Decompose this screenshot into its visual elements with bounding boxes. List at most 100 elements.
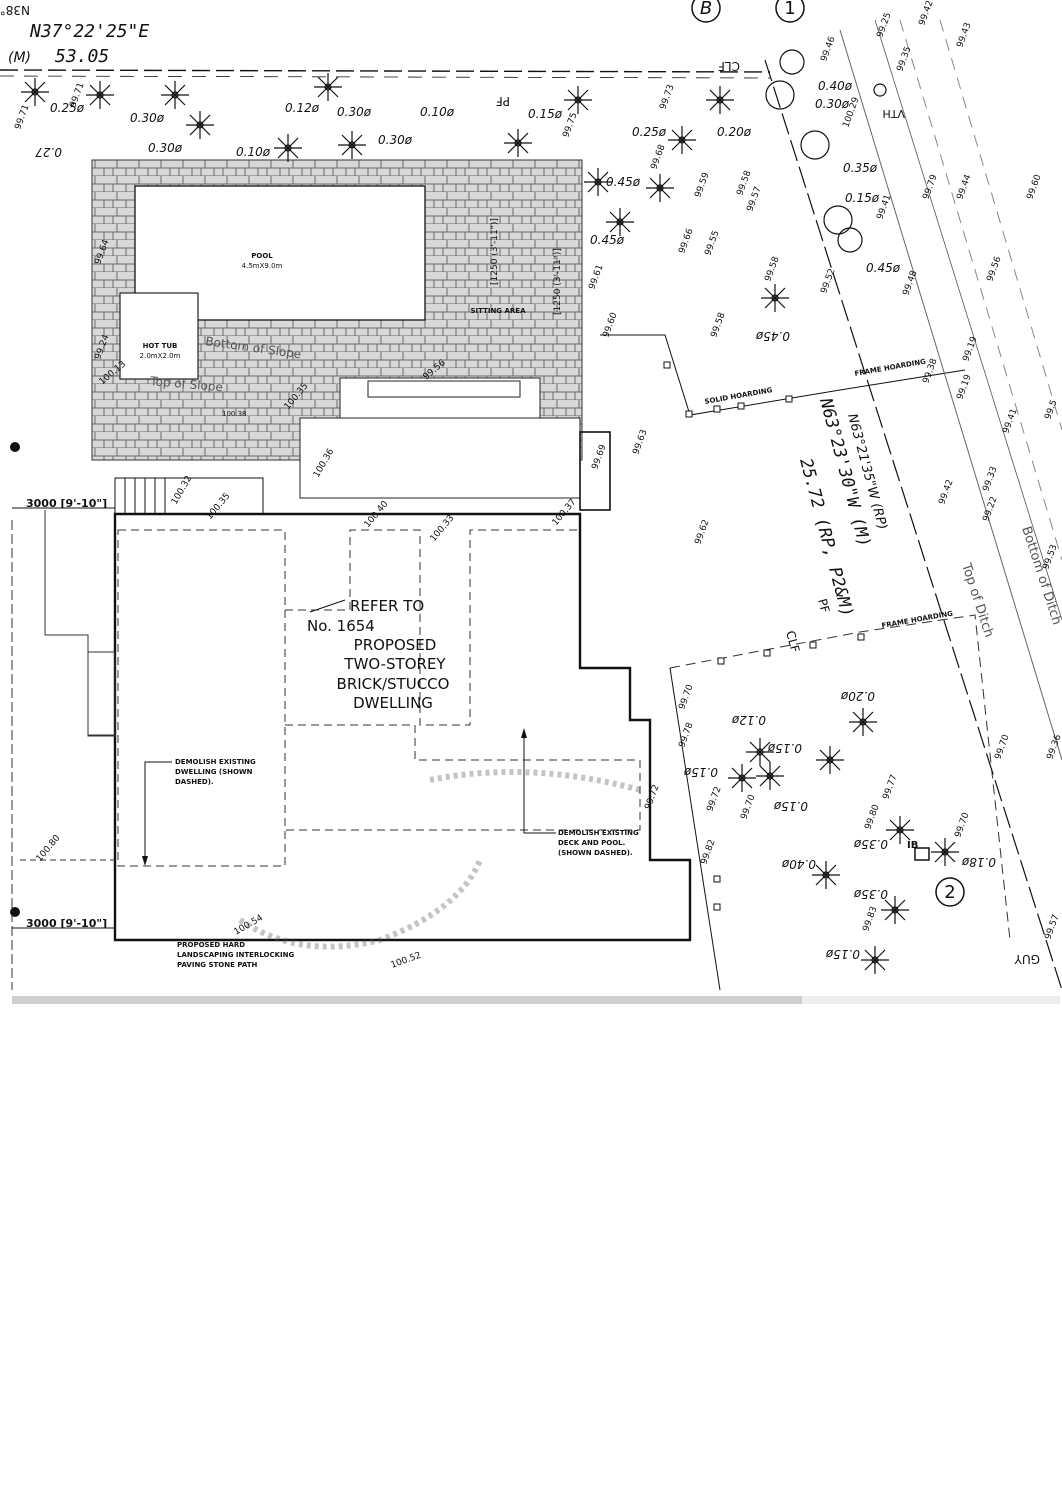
tree-size: 0.15ø — [528, 107, 563, 121]
vth-label: VTH — [882, 107, 905, 120]
elevation: 99.25 — [875, 11, 893, 39]
elevation: 99.70 — [677, 683, 695, 711]
hard-landscape-3: PAVING STONE PATH — [177, 961, 257, 969]
proposed-dwelling-outline — [113, 512, 692, 942]
marker-b: B — [700, 0, 712, 19]
tree-size: 0.30ø — [130, 111, 165, 125]
tree-size: 0.30ø — [337, 105, 372, 119]
hoarding-labels: SOLID HOARDING FRAME HOARDING FRAME HOAR… — [704, 358, 1062, 640]
deck-area — [299, 417, 581, 499]
elevation: 99.33 — [981, 465, 999, 493]
tree-size: 0.40ø — [818, 79, 853, 93]
tree-size: 0.15ø — [845, 191, 880, 205]
clf-label-2: CLF — [783, 629, 802, 654]
tree-size: 0.45ø — [606, 175, 641, 189]
hot-tub-size: 2.0mX2.0m — [140, 352, 181, 360]
tree-size: 0.15ø — [683, 765, 718, 779]
tree-size: 0.40ø — [781, 857, 816, 871]
elevation: 99.83 — [861, 905, 879, 933]
top-ditch-label: Top of Ditch — [958, 561, 996, 640]
tree-symbols — [21, 49, 959, 974]
elevation: 99.43 — [955, 21, 973, 49]
elevation: 99.57 — [745, 185, 763, 213]
elevation: 99.57 — [1043, 913, 1061, 941]
elevation: 100.35 — [205, 491, 233, 522]
elevation: 99.19 — [955, 373, 973, 401]
tree-size: 0.25ø — [50, 101, 85, 115]
sitting-area-label: SITTING AREA — [470, 307, 526, 315]
elevation: 99.68 — [649, 143, 667, 171]
elevation: 100.38 — [222, 410, 247, 418]
demo-deck-3: (SHOWN DASHED). — [558, 849, 633, 857]
demo-deck-2: DECK AND POOL. — [558, 839, 625, 847]
elevation: 99.82 — [699, 838, 717, 866]
demo-dwelling-1: DEMOLISH EXISTING — [175, 758, 256, 766]
tree-size: 0.18ø — [961, 855, 996, 869]
marker-2: 2 — [944, 882, 955, 903]
elevation: 99.72 — [643, 783, 661, 811]
landscape-path — [238, 858, 483, 950]
survey-markers: B 1 2 — [10, 0, 965, 917]
top-slope-label: Top of Slope — [149, 374, 224, 394]
elevation: 99.44 — [955, 173, 973, 201]
elevation: 99.55 — [703, 229, 721, 257]
tree-size: 0.25ø — [632, 125, 667, 139]
elevation: 99.71 — [13, 103, 31, 131]
elevation: 99.22 — [981, 495, 999, 523]
horizontal-scrollbar-track[interactable] — [802, 996, 1060, 1004]
bearing-corner: N38°16 — [0, 3, 30, 17]
hoarding-fence — [600, 334, 1011, 991]
pf-label-2: PF — [815, 597, 832, 614]
pool-size: 4.5mX9.0m — [242, 262, 283, 270]
tree-size: 0.15ø — [767, 741, 802, 755]
elevation: 99.59 — [693, 171, 711, 199]
bottom-ditch-label: Bottom of Ditch — [1018, 525, 1062, 627]
tree-size: 0.35ø — [843, 161, 878, 175]
marker-1: 1 — [784, 0, 795, 19]
tree-size-labels: 0.25ø 0.30ø 0.30ø 0.12ø 0.30ø 0.10ø 0.30… — [35, 79, 996, 961]
clf-label-1: CLF — [718, 59, 740, 73]
elevation: 100.33 — [429, 513, 457, 544]
demo-deck-1: DEMOLISH EXISTING — [558, 829, 639, 837]
west-neighbour-lines — [11, 510, 116, 990]
east-property-line — [764, 19, 1062, 991]
elevation: 99.36 — [1045, 733, 1062, 761]
distance-north: 53.05 — [55, 46, 109, 67]
elevation: 100.37 — [551, 497, 579, 528]
tree-size: 0.10ø — [420, 105, 455, 119]
setback-label-1: 3000 [9'-10"] — [26, 497, 107, 510]
pf-label-1: PF — [496, 94, 510, 108]
elevation: 99.19 — [961, 335, 979, 363]
elevation: 99.53 — [1041, 543, 1059, 571]
guy-label: GUY — [1014, 952, 1040, 966]
refer-line-5: BRICK/STUCCO — [337, 675, 450, 693]
elevation: 99.61 — [587, 263, 605, 291]
tree-size: 0.45ø — [590, 233, 625, 247]
elevation: 99.75 — [561, 111, 579, 139]
tree-size: 0.35ø — [853, 887, 888, 901]
elevation: 99.42 — [917, 0, 935, 27]
elevation: 99.66 — [677, 227, 695, 255]
tree-size: 0.35ø — [853, 837, 888, 851]
setback-dimensions: 3000 [9'-10"] 3000 [9'-10"] — [12, 497, 115, 930]
elevation: 99.70 — [993, 733, 1011, 761]
elevation: 99.35 — [895, 45, 913, 73]
frame-hoarding-label-1: FRAME HOARDING — [854, 358, 927, 378]
refer-line-6: DWELLING — [353, 694, 433, 712]
hot-tub-label: HOT TUB — [143, 342, 178, 350]
elevation: 99.69 — [590, 443, 608, 471]
stone-patio — [91, 159, 583, 499]
measure-label: (M) — [8, 50, 31, 66]
elevation: 99.46 — [819, 35, 837, 63]
horizontal-scrollbar-thumb[interactable] — [12, 996, 802, 1004]
tree-size: 0.15ø — [825, 947, 860, 961]
hard-landscape-2: LANDSCAPING INTERLOCKING — [177, 951, 295, 959]
demo-dwelling-2: DWELLING (SHOWN — [175, 768, 253, 776]
elevation: 100.32 — [170, 474, 194, 506]
tree-size: 0.12ø — [285, 101, 320, 115]
tree-size: 0.45ø — [866, 261, 901, 275]
elevation: 99.41 — [1001, 407, 1019, 435]
proposed-dwelling-note: REFER TO No. 1654 PROPOSED TWO-STOREY BR… — [307, 597, 449, 712]
refer-line-1: REFER TO — [350, 597, 424, 615]
tree-size: 0.20ø — [717, 125, 752, 139]
